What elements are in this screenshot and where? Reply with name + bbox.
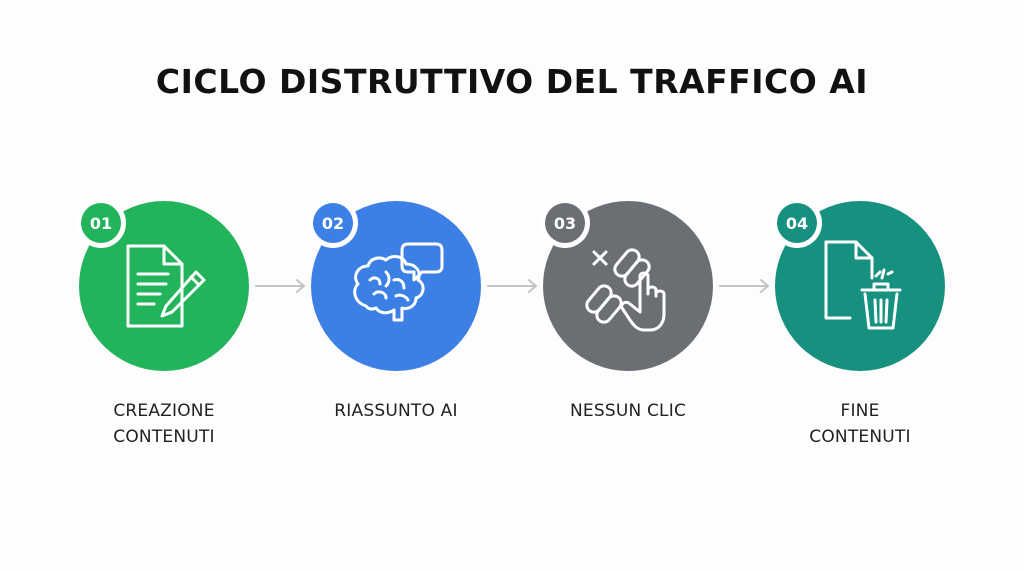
step-content-creation: 01 [76, 198, 249, 371]
step-no-click: 03 [540, 198, 713, 371]
step-number: 01 [81, 203, 121, 243]
arrow-right-icon [719, 279, 769, 293]
step-number-badge: 01 [76, 198, 126, 248]
step-ai-summary: 02 [308, 198, 481, 371]
step-number: 03 [545, 203, 585, 243]
step-label: CREAZIONE CONTENUTI [64, 398, 264, 450]
document-pen-icon [126, 244, 206, 328]
step-label-line: FINE [840, 401, 880, 421]
step-number-badge: 04 [772, 198, 822, 248]
step-content-end: 04 [772, 198, 945, 371]
step-label: RIASSUNTO AI [296, 398, 496, 424]
step-label-line: NESSUN CLIC [569, 401, 687, 421]
step-number: 04 [777, 203, 817, 243]
step-number: 02 [313, 203, 353, 243]
arrow-right-icon [487, 279, 537, 293]
step-label: NESSUN CLIC [528, 398, 728, 424]
step-number-badge: 02 [308, 198, 358, 248]
step-label-line: RIASSUNTO AI [334, 401, 458, 421]
step-label-line: CONTENUTI [113, 427, 215, 447]
diagram-title: CICLO DISTRUTTIVO DEL TRAFFICO AI [155, 62, 869, 101]
brain-speech-icon [353, 242, 444, 322]
broken-link-hand-icon [585, 248, 666, 332]
step-label-line: CONTENUTI [809, 427, 911, 447]
step-label-line: CREAZIONE [113, 401, 215, 421]
step-number-badge: 03 [540, 198, 590, 248]
step-label: FINE CONTENUTI [760, 398, 960, 450]
document-trash-icon [824, 240, 902, 330]
arrow-right-icon [255, 279, 305, 293]
